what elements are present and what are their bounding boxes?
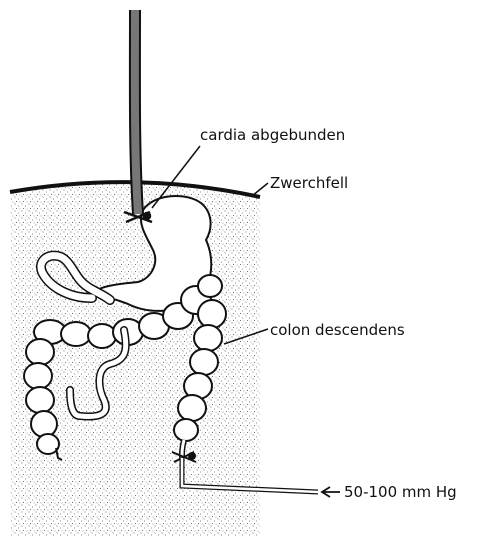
leader-diaphragm: [252, 183, 268, 196]
label-pressure: 50-100 mm Hg: [344, 483, 457, 501]
label-cardia: cardia abgebunden: [200, 126, 345, 144]
label-colon-descendens: colon descendens: [270, 321, 405, 339]
pressure-arrow: [322, 487, 340, 497]
label-diaphragm: Zwerchfell: [270, 174, 348, 192]
